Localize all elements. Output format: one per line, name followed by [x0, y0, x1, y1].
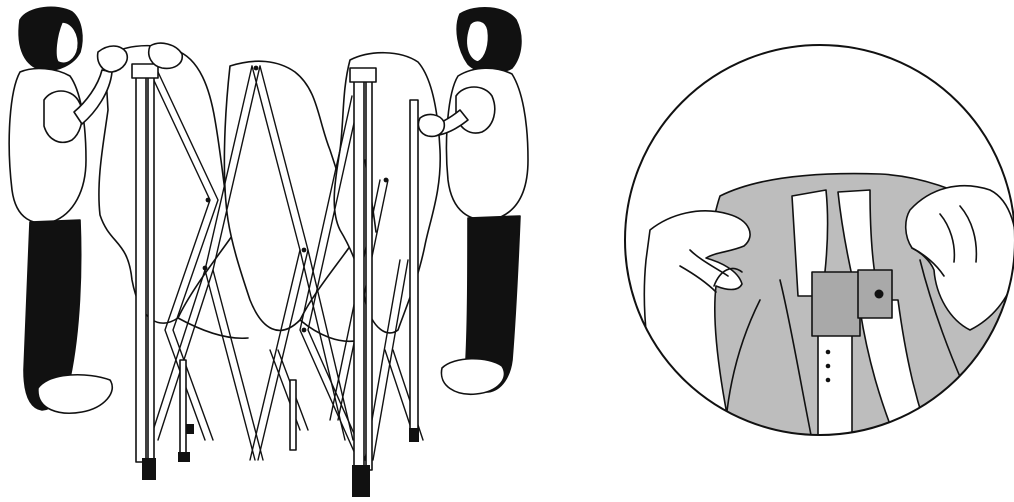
detail-panel: [620, 40, 1014, 460]
frame-bar: [818, 330, 852, 440]
detail-content: [620, 40, 1014, 460]
person-right-arm: [456, 87, 495, 133]
overview-panel: [9, 7, 528, 497]
bracket-bolt: [875, 290, 884, 299]
frame-bracket: [812, 272, 860, 336]
person-right-hand: [418, 115, 444, 137]
person-right-shoe: [441, 359, 504, 395]
person-left-torso: [9, 69, 86, 224]
person-left-shoe: [38, 375, 112, 413]
